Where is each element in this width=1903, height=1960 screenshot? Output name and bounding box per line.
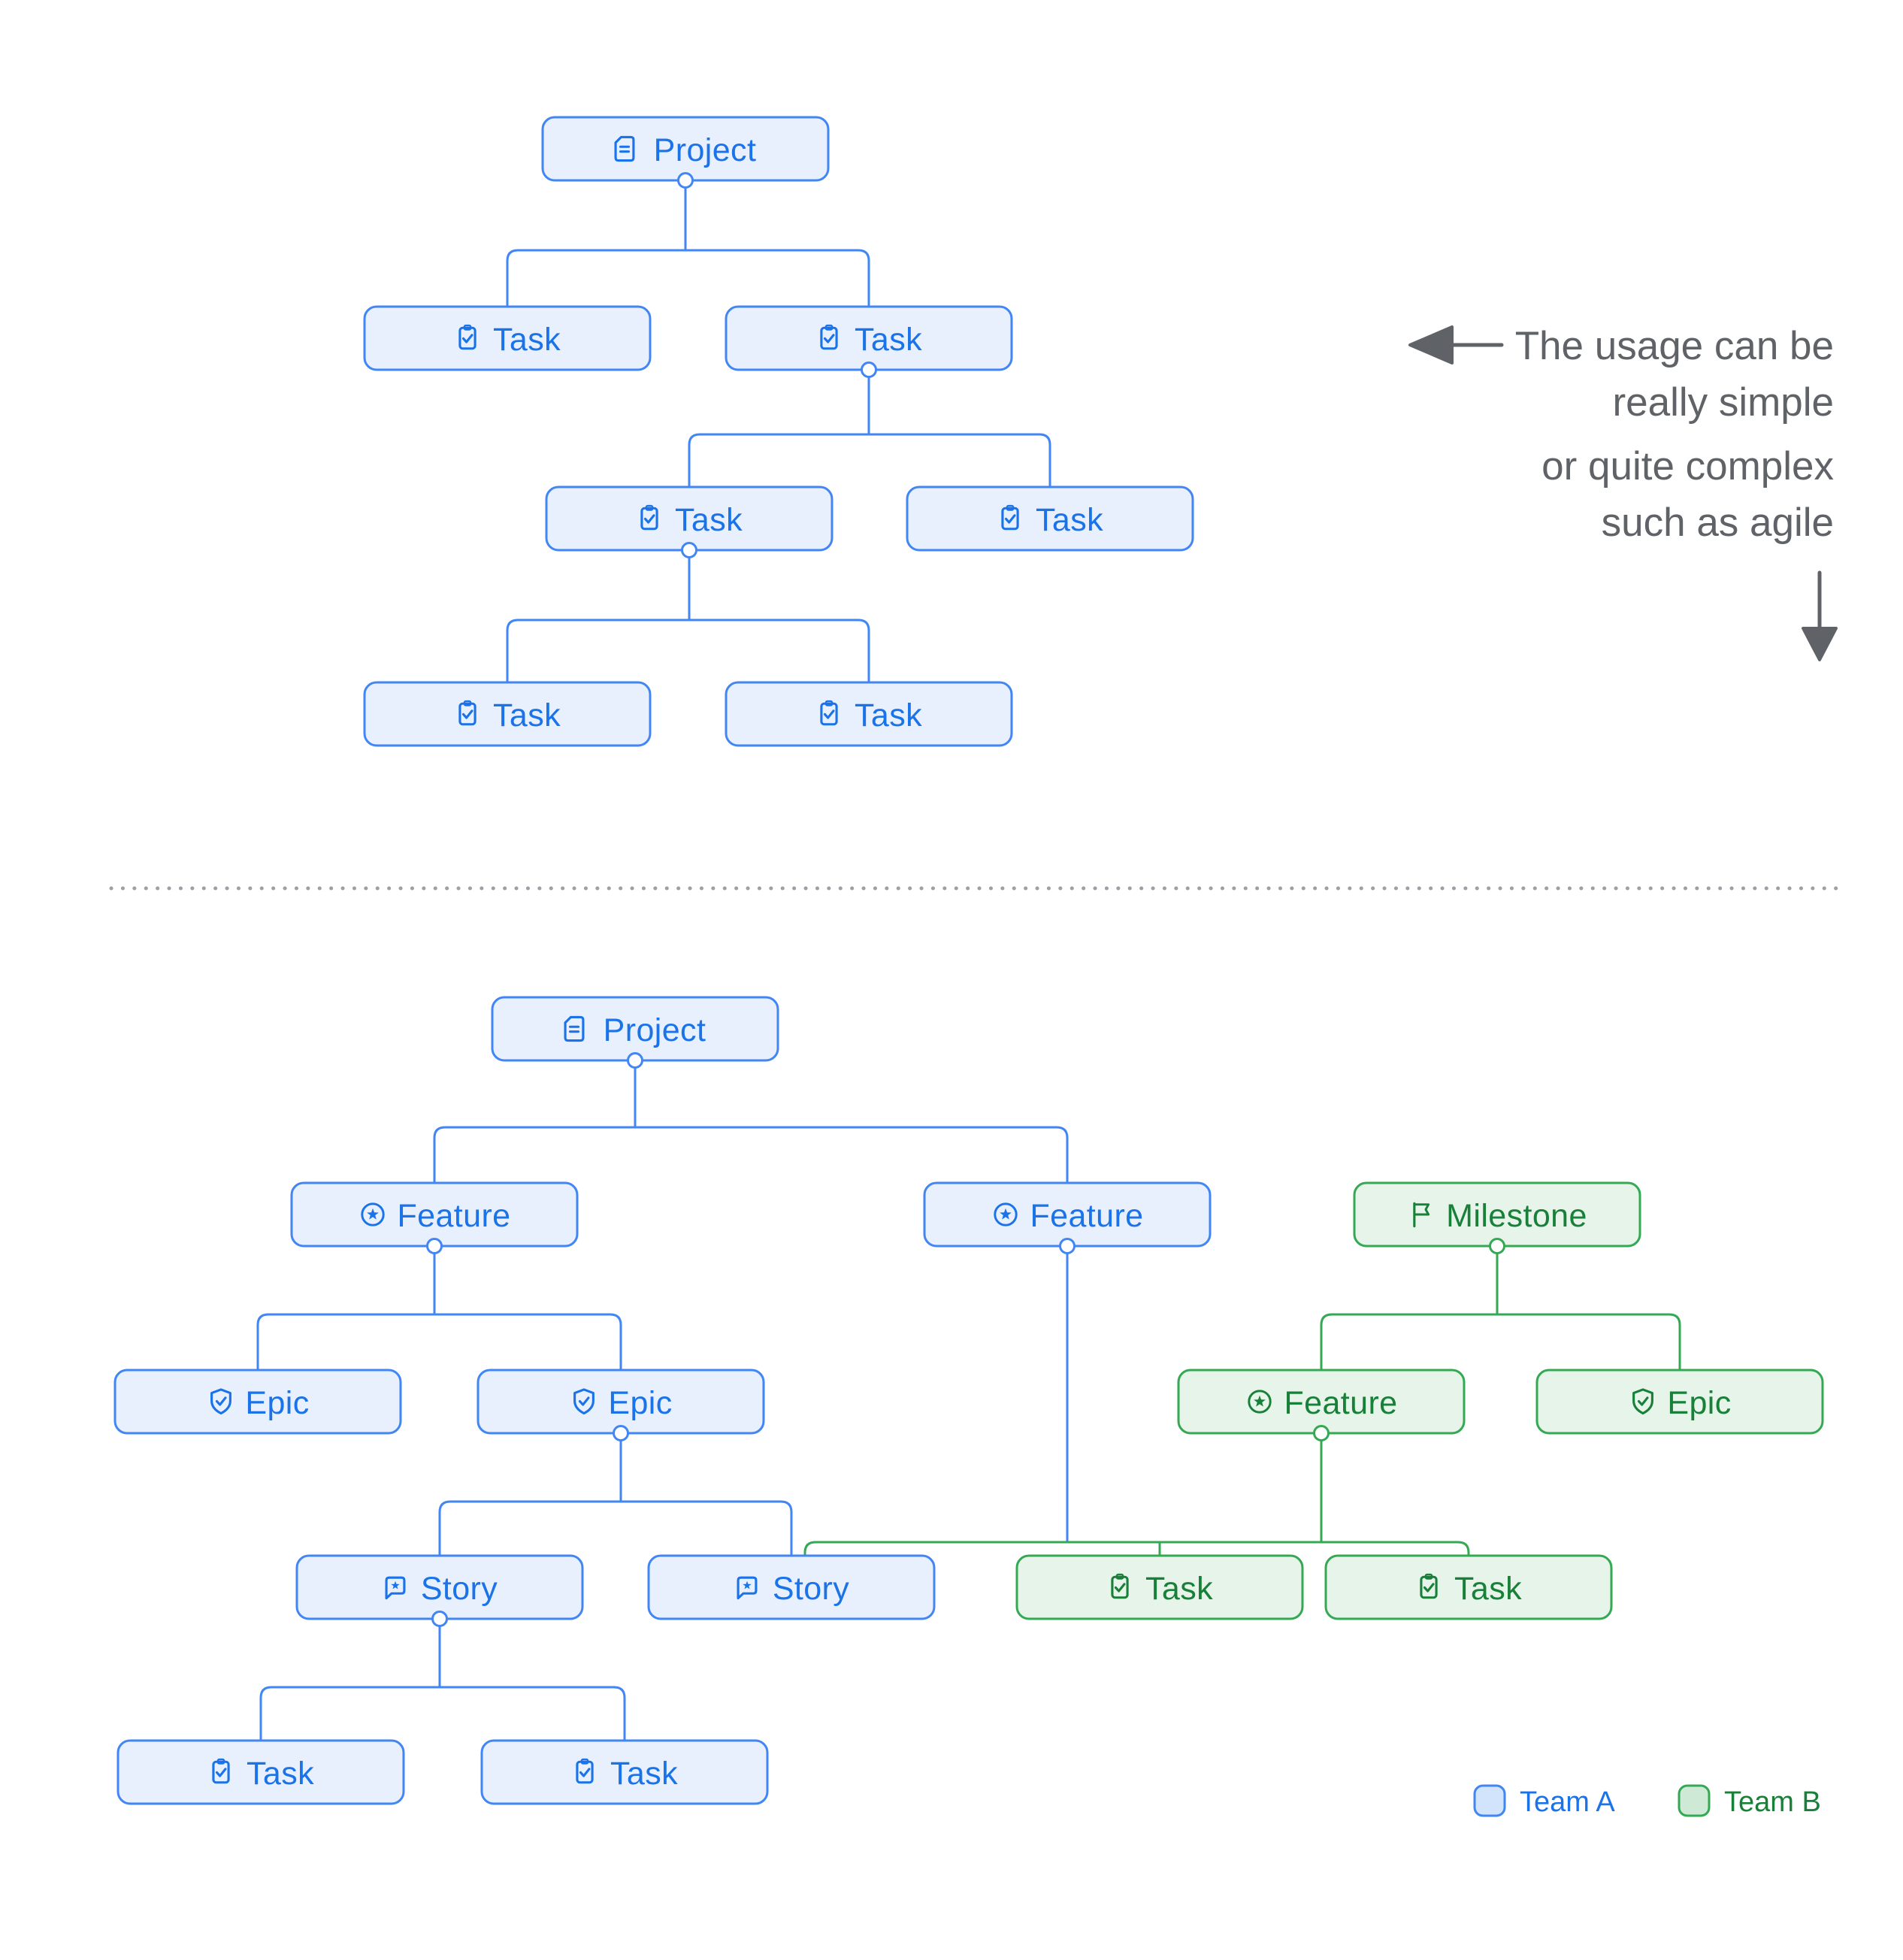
connector-milestone-children <box>1320 1253 1681 1370</box>
node-epic: Epic <box>113 1369 402 1435</box>
node-label: Epic <box>1667 1385 1731 1421</box>
node-milestone: Milestone <box>1353 1181 1641 1248</box>
connector-joint <box>613 1425 629 1441</box>
connector-joint <box>677 172 694 189</box>
connector-feature1-epics <box>256 1253 622 1370</box>
node-project: Project <box>491 996 779 1062</box>
team-b-label: Team B <box>1724 1786 1821 1818</box>
node-box <box>480 1739 769 1805</box>
node-task: Task <box>906 485 1194 552</box>
node-box <box>1535 1369 1824 1435</box>
node-box <box>1324 1554 1613 1620</box>
node-label: Story <box>773 1571 849 1607</box>
node-box <box>116 1739 405 1805</box>
node-task: Task <box>116 1739 405 1805</box>
node-box <box>647 1554 936 1620</box>
node-story: Story <box>295 1554 584 1620</box>
connector-project-features <box>433 1067 1069 1183</box>
connector-task2-children <box>688 377 1051 487</box>
node-label: Task <box>493 322 561 358</box>
node-label: Story <box>421 1571 498 1607</box>
team-a-swatch <box>1473 1784 1506 1817</box>
node-label: Feature <box>1284 1385 1398 1421</box>
node-label: Epic <box>608 1385 672 1421</box>
annotation-line-2: really simple <box>1612 380 1834 425</box>
connector-joint <box>1059 1238 1076 1254</box>
node-label: Task <box>855 697 922 733</box>
connector-task3-children <box>506 557 870 682</box>
node-task: Task <box>725 681 1013 747</box>
left-arrow-head <box>1408 325 1454 364</box>
team-a-label: Team A <box>1520 1786 1615 1818</box>
node-label: Task <box>1145 1571 1213 1607</box>
connector-joint <box>1313 1425 1330 1441</box>
connector-joint <box>861 361 877 378</box>
node-box <box>725 681 1013 747</box>
node-feature: Feature <box>290 1181 579 1248</box>
node-project: Project <box>541 116 830 182</box>
simple-tree: Project Task Task Task Task Task <box>363 116 1194 747</box>
down-arrow-head <box>1802 627 1838 661</box>
node-label: Task <box>1454 1571 1522 1607</box>
node-label: Task <box>247 1756 314 1792</box>
annotation-line-4: such as agile <box>1602 501 1834 545</box>
connector-joint <box>681 542 697 558</box>
node-label: Feature <box>1030 1198 1144 1234</box>
node-task: Task <box>363 681 652 747</box>
node-label: Project <box>654 132 757 168</box>
node-label: Task <box>855 322 922 358</box>
node-story: Story <box>647 1554 936 1620</box>
annotation-line-1: The usage can be <box>1515 324 1834 368</box>
connector-joint <box>431 1611 448 1627</box>
node-task: Task <box>480 1739 769 1805</box>
node-task: Task <box>545 485 834 552</box>
team-b-swatch <box>1678 1784 1711 1817</box>
node-task: Task <box>725 305 1013 371</box>
connector-project-tasks <box>506 187 870 307</box>
node-task: Task <box>1015 1554 1304 1620</box>
node-label: Milestone <box>1446 1198 1587 1234</box>
node-epic: Epic <box>1535 1369 1824 1435</box>
node-feature: Feature <box>1177 1369 1466 1435</box>
node-label: Project <box>604 1012 706 1048</box>
legend: Team A Team B <box>1473 1784 1821 1818</box>
node-box <box>363 681 652 747</box>
node-epic: Epic <box>477 1369 765 1435</box>
node-label: Epic <box>245 1385 309 1421</box>
node-label: Task <box>675 502 743 538</box>
connector-featureb-children <box>803 1440 1470 1556</box>
connector-feature2-story2 <box>827 1253 1069 1544</box>
node-task: Task <box>1324 1554 1613 1620</box>
connector-epic2-stories <box>438 1440 793 1556</box>
node-label: Task <box>610 1756 678 1792</box>
node-box <box>113 1369 402 1435</box>
node-box <box>1015 1554 1304 1620</box>
connector-story1-tasks <box>259 1626 626 1741</box>
node-label: Feature <box>398 1198 511 1234</box>
node-label: Task <box>1036 502 1103 538</box>
annotation: The usage can be really simple or quite … <box>1408 324 1838 661</box>
connector-joint <box>426 1238 443 1254</box>
node-box <box>363 305 652 371</box>
connector-joint <box>1489 1238 1505 1254</box>
node-box <box>906 485 1194 552</box>
node-task: Task <box>363 305 652 371</box>
connector-joint <box>627 1052 643 1069</box>
annotation-line-3: or quite complex <box>1541 444 1834 488</box>
node-label: Task <box>493 697 561 733</box>
complex-tree: Project Feature Feature Milestone Epic E… <box>113 996 1824 1805</box>
node-feature: Feature <box>923 1181 1212 1248</box>
